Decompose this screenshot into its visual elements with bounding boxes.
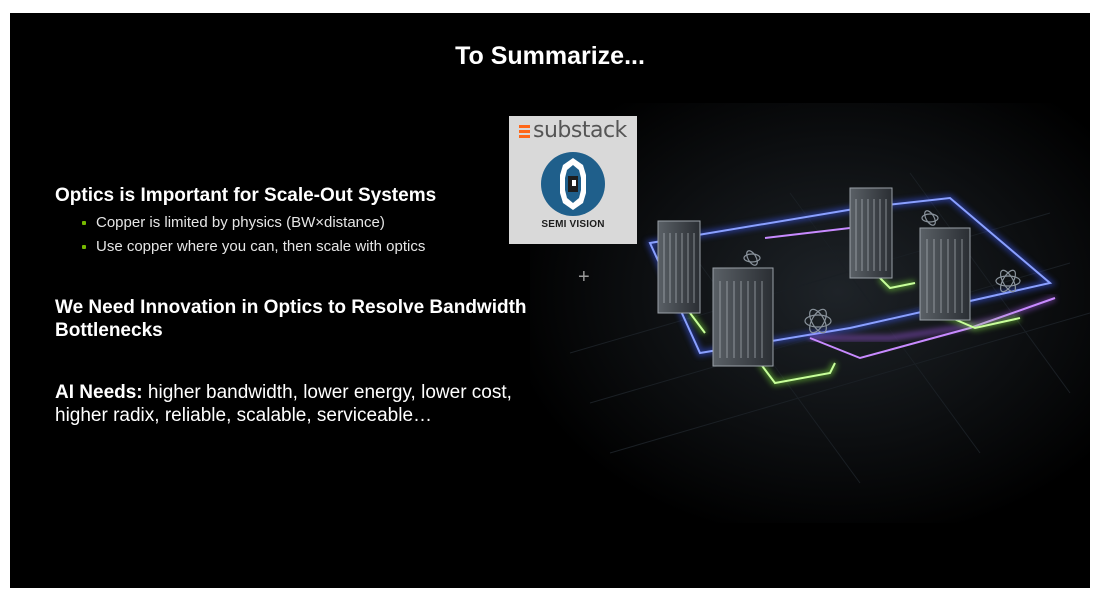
ai-needs-paragraph: AI Needs: higher bandwidth, lower energy…	[55, 381, 615, 427]
bullet-item: Copper is limited by physics (BW×distanc…	[82, 211, 425, 235]
bullet-text: Use copper where you can, then scale wit…	[96, 238, 426, 255]
semi-vision-watermark: substack SEMI VISION	[509, 116, 637, 244]
substack-brand: substack	[533, 118, 627, 143]
plus-icon: +	[578, 266, 590, 288]
bullet-text: Copper is limited by physics (BW×distanc…	[96, 214, 385, 231]
heading-innovation: We Need Innovation in Optics to Resolve …	[55, 296, 527, 342]
green-optical-link	[687, 275, 1021, 387]
slide-title: To Summarize...	[455, 42, 645, 70]
ai-needs-text: higher bandwidth, lower energy, lower co…	[142, 382, 512, 403]
atom-icon	[743, 210, 1021, 334]
slide: To Summarize...	[10, 13, 1090, 588]
bullet-item: Use copper where you can, then scale wit…	[82, 235, 425, 259]
heading-line: We Need Innovation in Optics to Resolve …	[55, 297, 527, 318]
bullet-icon	[82, 221, 86, 225]
purple-optical-link	[764, 227, 1056, 360]
datacenter-illustration	[530, 103, 1090, 523]
substack-logo-icon: substack	[519, 118, 627, 143]
semi-vision-label: SEMI VISION	[541, 219, 605, 230]
heading-line: Bottlenecks	[55, 320, 163, 341]
bullet-icon	[82, 245, 86, 249]
semi-vision-logo-icon	[541, 152, 605, 216]
optics-bullet-list: Copper is limited by physics (BW×distanc…	[82, 211, 425, 259]
ai-needs-text: higher radix, reliable, scalable, servic…	[55, 405, 433, 426]
ai-needs-label: AI Needs:	[55, 382, 143, 403]
heading-optics-important: Optics is Important for Scale-Out System…	[55, 185, 437, 206]
server-rack-icon	[657, 187, 971, 367]
